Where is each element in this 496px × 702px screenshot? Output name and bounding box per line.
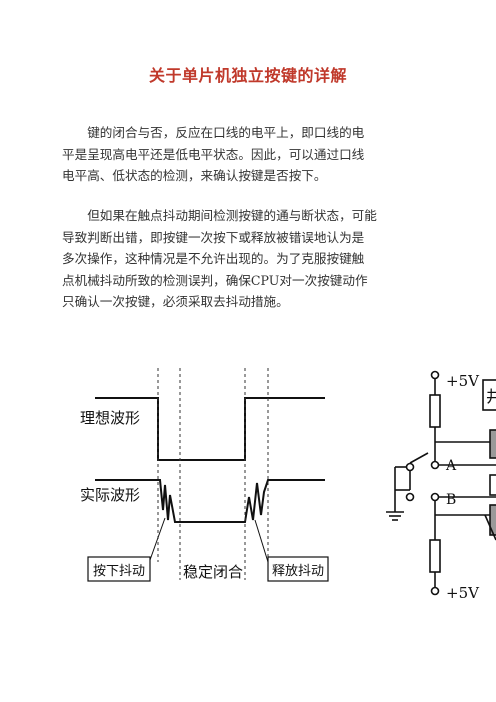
top-resistor — [429, 394, 441, 428]
ideal-waveform — [95, 397, 325, 461]
stable-closed-label: 稳定闭合 — [183, 563, 243, 581]
release-bounce-box — [267, 556, 329, 582]
paragraph-1-line: 平是呈现高电平还是低电平状态。因此，可以通过口线 — [62, 146, 365, 162]
paragraph-2-line: 只确认一次按键，必须采取去抖动措施。 — [62, 294, 289, 309]
wire — [484, 514, 496, 541]
paragraph-1: 键的闭合与否，反应在口线的电平上，即口线的电 平是呈现高电平还是低电平状态。因此… — [62, 122, 364, 187]
bottom-resistor — [429, 539, 441, 573]
debounce-figure: 理想波形 实际波形 按下抖动 稳定闭合 释放抖动 — [80, 368, 496, 602]
actual-waveform — [95, 479, 325, 523]
switch-contact — [405, 462, 415, 472]
paragraph-2: 但如果在触点抖动期间检测按键的通与断状态，可能 导致判断出错，即按键一次按下或释… — [62, 205, 377, 313]
partial-gate — [489, 504, 496, 536]
circuit-diagram — [386, 370, 496, 596]
partial-box — [482, 379, 496, 411]
switch-contact — [405, 492, 415, 502]
partial-gate — [489, 429, 496, 459]
partial-gate — [489, 474, 496, 496]
paragraph-2-line: 多次操作，这种情况是不允许出现的。为了克服按键触 — [62, 251, 365, 266]
top-supply-label: +5V — [446, 372, 480, 390]
document-title: 关于单片机独立按键的详解 — [148, 66, 347, 85]
paragraph-2-line: 导致判断出错，即按键一次按下或释放被错误地认为是 — [62, 229, 365, 245]
release-bounce-pointer — [254, 519, 269, 563]
node-a-terminal — [430, 460, 440, 470]
node-b-label: B — [446, 492, 456, 508]
switch-arm — [409, 452, 429, 464]
guide-lines — [157, 368, 269, 580]
actual-waveform-label: 实际波形 — [80, 486, 140, 504]
paragraph-1-line: 电平高、低状态的检测，来确认按键是否按下。 — [62, 168, 327, 183]
node-a-label: A — [445, 458, 457, 474]
bottom-supply-label: +5V — [446, 584, 480, 602]
press-bounce-label: 按下抖动 — [93, 564, 145, 579]
partial-box-label: 井 — [486, 387, 496, 406]
ideal-waveform-label: 理想波形 — [80, 409, 140, 427]
paragraph-2-line: 但如果在触点抖动期间检测按键的通与断状态，可能 — [62, 208, 377, 223]
bottom-supply-terminal — [430, 586, 440, 596]
top-supply-terminal — [430, 370, 440, 380]
release-bounce-label: 释放抖动 — [272, 564, 324, 579]
waveform-diagram — [95, 397, 325, 523]
press-bounce-box — [87, 556, 151, 582]
node-b-terminal — [430, 492, 440, 502]
paragraph-1-line: 键的闭合与否，反应在口线的电平上，即口线的电 — [62, 125, 365, 140]
press-bounce-pointer — [149, 517, 166, 561]
paragraph-2-line: 点机械抖动所致的检测误判，确保CPU对一次按键动作 — [62, 272, 368, 288]
